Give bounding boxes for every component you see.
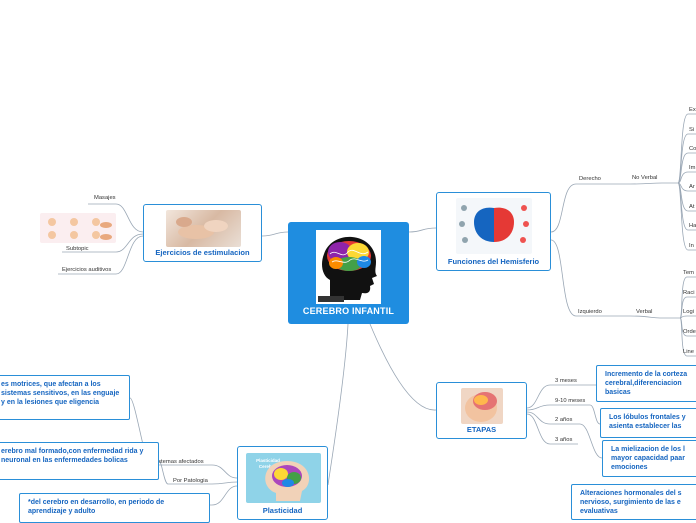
plasticity-brain-image: Plasticidad Cerebral [246, 453, 321, 503]
node-etapas-label: ETAPAS [466, 425, 497, 434]
leaf-left-2[interactable]: Logi [683, 309, 694, 315]
stage-age-0[interactable]: 3 meses [555, 378, 577, 384]
subtopic-derecho[interactable]: Derecho [579, 176, 601, 182]
stage-age-3[interactable]: 3 años [555, 437, 573, 443]
note-sistemas[interactable]: es motrices, que afectan a los sistemas … [0, 375, 130, 420]
subtopic-ejercicios-auditivos[interactable]: Ejercicios auditivos [62, 267, 112, 273]
node-plasticidad-label: Plasticidad [262, 506, 303, 515]
brain-head-image [316, 230, 381, 304]
stage-desc-0[interactable]: Incremento de la corteza cerebral,difere… [596, 365, 696, 402]
leaf-right-3[interactable]: Im [689, 165, 696, 171]
leaf-right-7[interactable]: In [689, 243, 694, 249]
leaf-left-0[interactable]: Tem [683, 270, 694, 276]
stage-desc-1[interactable]: Los lóbulos frontales y asienta establec… [600, 408, 696, 438]
leaf-left-1[interactable]: Raci [683, 290, 695, 296]
subtopic-por-patologia[interactable]: Por Patologia [173, 478, 208, 484]
subtopic-generic[interactable]: Subtopic [66, 246, 89, 252]
leaf-left-3[interactable]: Orde [683, 329, 696, 335]
stage-desc-3[interactable]: Alteraciones hormonales del s nervioso, … [571, 484, 696, 520]
stage-age-2[interactable]: 2 años [555, 417, 573, 423]
leaf-right-1[interactable]: Si [689, 127, 695, 133]
subtopic-verbal[interactable]: Verbal [636, 309, 653, 315]
node-plasticidad[interactable]: Plasticidad Cerebral Plasticidad [237, 446, 328, 520]
leaf-right-0[interactable]: Ex [689, 107, 696, 113]
leaf-right-6[interactable]: Ha [689, 223, 696, 229]
leaf-right-4[interactable]: Ar [689, 184, 695, 190]
leaf-right-5[interactable]: At [689, 204, 695, 210]
node-funciones-label: Funciones del Hemisferio [447, 257, 540, 266]
baby-brain-image [461, 388, 503, 424]
massage-steps-image [40, 213, 116, 243]
subtopic-masajes[interactable]: Masajes [94, 195, 116, 201]
hemispheres-image [456, 198, 532, 254]
node-ejercicios[interactable]: Ejercicios de estimulacion [143, 204, 262, 262]
node-etapas[interactable]: ETAPAS [436, 382, 527, 439]
leaf-left-4[interactable]: Line [683, 349, 694, 355]
subtopic-sistemas-afectados[interactable]: Sistemas afectados [153, 459, 204, 465]
note-plasticidad-tipos[interactable]: *del cerebro en desarrollo, en periodo d… [19, 493, 210, 523]
plasticity-image-caption: Plasticidad Cerebral [256, 458, 280, 469]
note-patologia[interactable]: erebro mal formado,con enfermedad rida y… [0, 442, 159, 480]
central-topic[interactable]: CEREBRO INFANTIL [288, 222, 409, 324]
subtopic-no-verbal[interactable]: No Verbal [632, 175, 658, 181]
stage-desc-2[interactable]: La mielizacion de los l mayor capacidad … [602, 440, 696, 477]
stage-age-1[interactable]: 9-10 meses [555, 398, 586, 404]
node-ejercicios-label: Ejercicios de estimulacion [155, 248, 250, 257]
central-title: CEREBRO INFANTIL [302, 306, 395, 316]
node-funciones[interactable]: Funciones del Hemisferio [436, 192, 551, 271]
subtopic-izquierdo[interactable]: Izquierdo [578, 309, 602, 315]
leaf-right-2[interactable]: Co [689, 146, 696, 152]
baby-massage-image [166, 210, 241, 247]
